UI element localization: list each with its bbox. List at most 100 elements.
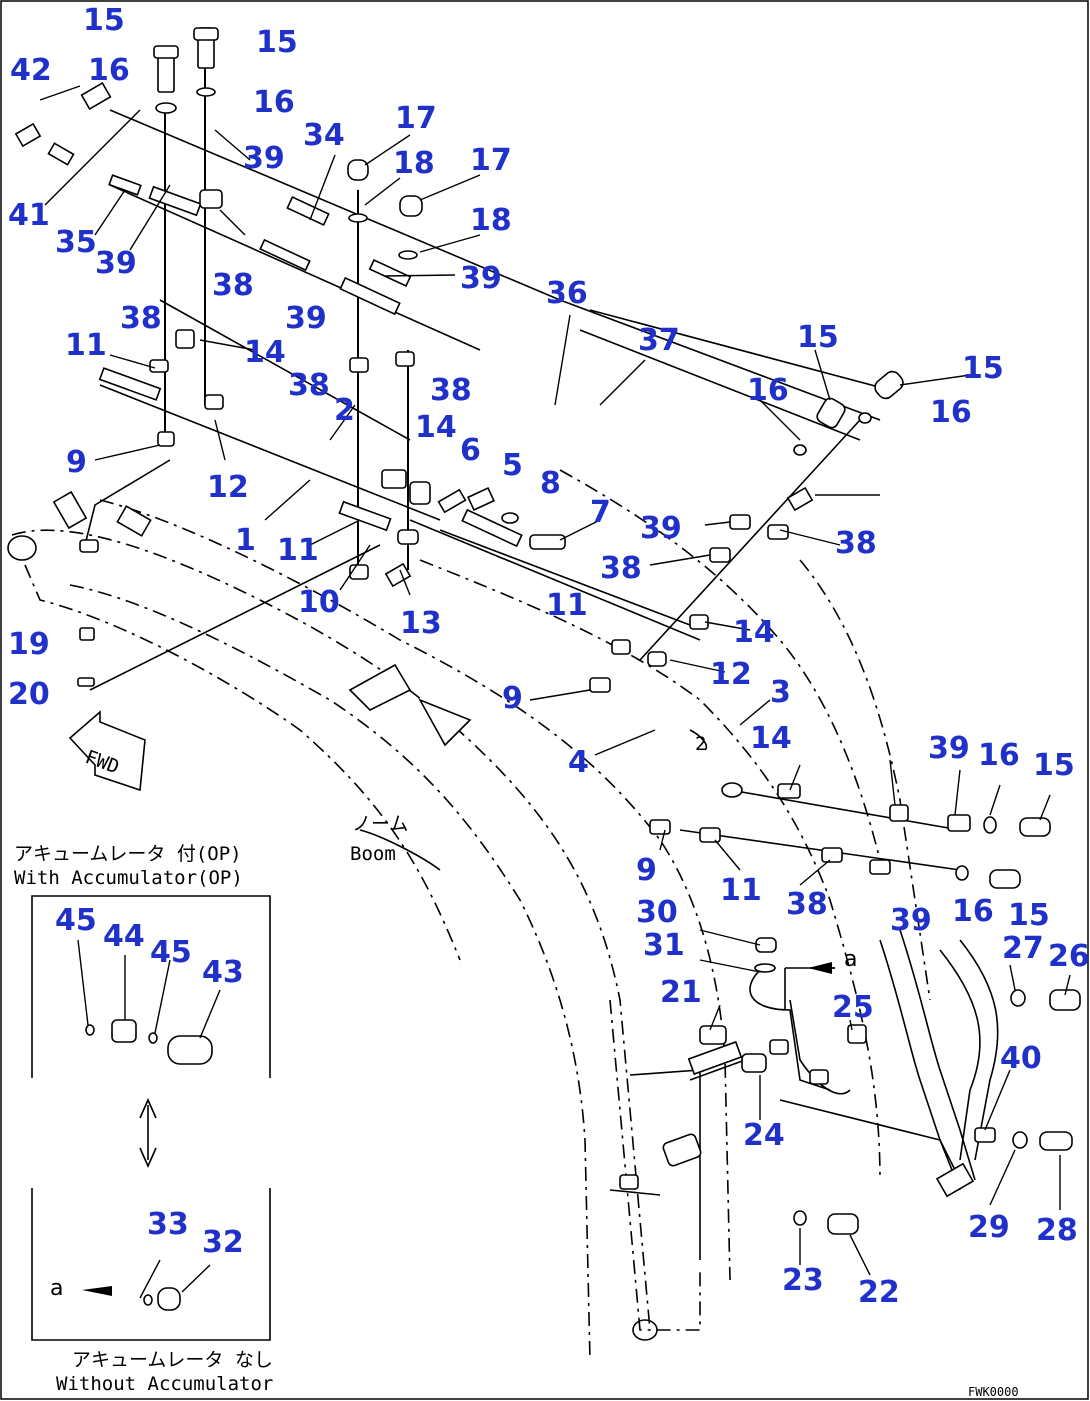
callout-label: 38	[212, 268, 254, 303]
callout-label: 10	[298, 585, 340, 620]
callout-label: 33	[147, 1207, 189, 1242]
callout-label: 45	[150, 935, 192, 970]
callout-label: 9	[66, 445, 87, 480]
callout-label: 15	[83, 3, 125, 38]
callout-label: 26	[1048, 939, 1090, 974]
callout-labels: 15 15 42 16 16 39 34 17 18 17 18 41 35 3…	[8, 3, 1090, 1310]
callout-label: 17	[470, 143, 512, 178]
callout-label: 36	[546, 276, 588, 311]
callout-label: 17	[395, 101, 437, 136]
callout-label: 39	[95, 246, 137, 281]
fwd-label: FWD	[82, 746, 122, 778]
callout-label: 39	[890, 903, 932, 938]
callout-label: 15	[256, 25, 298, 60]
callout-label: 18	[470, 203, 512, 238]
callout-label: 20	[8, 677, 50, 712]
callout-label: 45	[55, 903, 97, 938]
view-a-marker: a	[844, 947, 857, 972]
callout-label: 38	[430, 373, 472, 408]
callout-label: 11	[65, 328, 107, 363]
callout-label: 30	[636, 895, 678, 930]
callout-label: 27	[1002, 931, 1044, 966]
with-accumulator-label: With Accumulator(OP)	[14, 867, 243, 889]
callout-label: 39	[285, 301, 327, 336]
callout-label: 16	[978, 738, 1020, 773]
small-number-2: 2	[695, 733, 706, 755]
callout-label: 8	[540, 466, 561, 501]
without-accumulator-label: Without Accumulator	[56, 1373, 273, 1395]
callout-label: 44	[103, 919, 145, 954]
callout-label: 9	[636, 853, 657, 888]
boom-label: Boom	[350, 843, 396, 865]
callout-label: 38	[786, 887, 828, 922]
callout-label: 39	[928, 731, 970, 766]
callout-label: 28	[1036, 1213, 1078, 1248]
callout-label: 31	[643, 928, 685, 963]
callout-label: 34	[303, 118, 345, 153]
callout-label: 11	[277, 533, 319, 568]
leader-lines	[39, 85, 1071, 1276]
callout-label: 35	[55, 225, 97, 260]
callout-label: 41	[8, 198, 50, 233]
callout-label: 14	[750, 721, 792, 756]
callout-label: 4	[568, 745, 589, 780]
callout-label: 38	[120, 301, 162, 336]
without-accumulator-label-jp: アキュームレータ なし	[72, 1349, 273, 1371]
callout-label: 14	[244, 335, 286, 370]
callout-label: 22	[858, 1275, 900, 1310]
callout-label: 12	[710, 657, 752, 692]
drawing-code: FWK0000	[968, 1385, 1019, 1399]
text-notes: FWD ノーム Boom アキュームレータ 付(OP) With Accumul…	[14, 733, 1019, 1399]
callout-label: 14	[415, 410, 457, 445]
callout-label: 3	[770, 675, 791, 710]
callout-label: 38	[600, 551, 642, 586]
callout-label: 11	[720, 873, 762, 908]
callout-label: 16	[88, 53, 130, 88]
callout-label: 21	[660, 975, 702, 1010]
callout-label: 11	[546, 588, 588, 623]
components	[14, 27, 1081, 1235]
callout-label: 16	[747, 373, 789, 408]
callout-label: 39	[640, 511, 682, 546]
callout-label: 15	[797, 320, 839, 355]
callout-label: 15	[1008, 898, 1050, 933]
callout-label: 16	[952, 894, 994, 929]
lower-pipes	[609, 929, 999, 1260]
callout-label: 16	[253, 85, 295, 120]
callout-label: 2	[334, 393, 355, 428]
callout-label: 38	[288, 368, 330, 403]
callout-label: 23	[782, 1263, 824, 1298]
callout-label: 7	[590, 495, 611, 530]
callout-label: 29	[968, 1210, 1010, 1245]
callout-label: 1	[235, 523, 256, 558]
callout-label: 43	[202, 955, 244, 990]
callout-label: 37	[638, 323, 680, 358]
callout-label: 16	[930, 395, 972, 430]
callout-label: 5	[502, 448, 523, 483]
callout-label: 38	[835, 526, 877, 561]
callout-label: 9	[502, 681, 523, 716]
callout-label: 19	[8, 627, 50, 662]
callout-label: 32	[202, 1225, 244, 1260]
boom-label-jp: ノーム	[352, 813, 408, 835]
callout-label: 39	[243, 141, 285, 176]
callout-label: 6	[460, 433, 481, 468]
with-accumulator-label-jp: アキュームレータ 付(OP)	[14, 843, 242, 865]
callout-label: 39	[460, 261, 502, 296]
callout-label: 13	[400, 606, 442, 641]
forward-arrow	[68, 710, 146, 792]
accumulator-insets	[31, 895, 271, 1341]
callout-label: 15	[962, 351, 1004, 386]
callout-label: 12	[207, 470, 249, 505]
callout-label: 40	[1000, 1041, 1042, 1076]
callout-label: 25	[832, 990, 874, 1025]
callout-label: 15	[1033, 748, 1075, 783]
view-a-marker-inset: a	[50, 1276, 63, 1301]
callout-label: 24	[743, 1118, 785, 1153]
callout-label: 42	[10, 53, 52, 88]
callout-label: 14	[733, 615, 775, 650]
callout-label: 18	[393, 146, 435, 181]
